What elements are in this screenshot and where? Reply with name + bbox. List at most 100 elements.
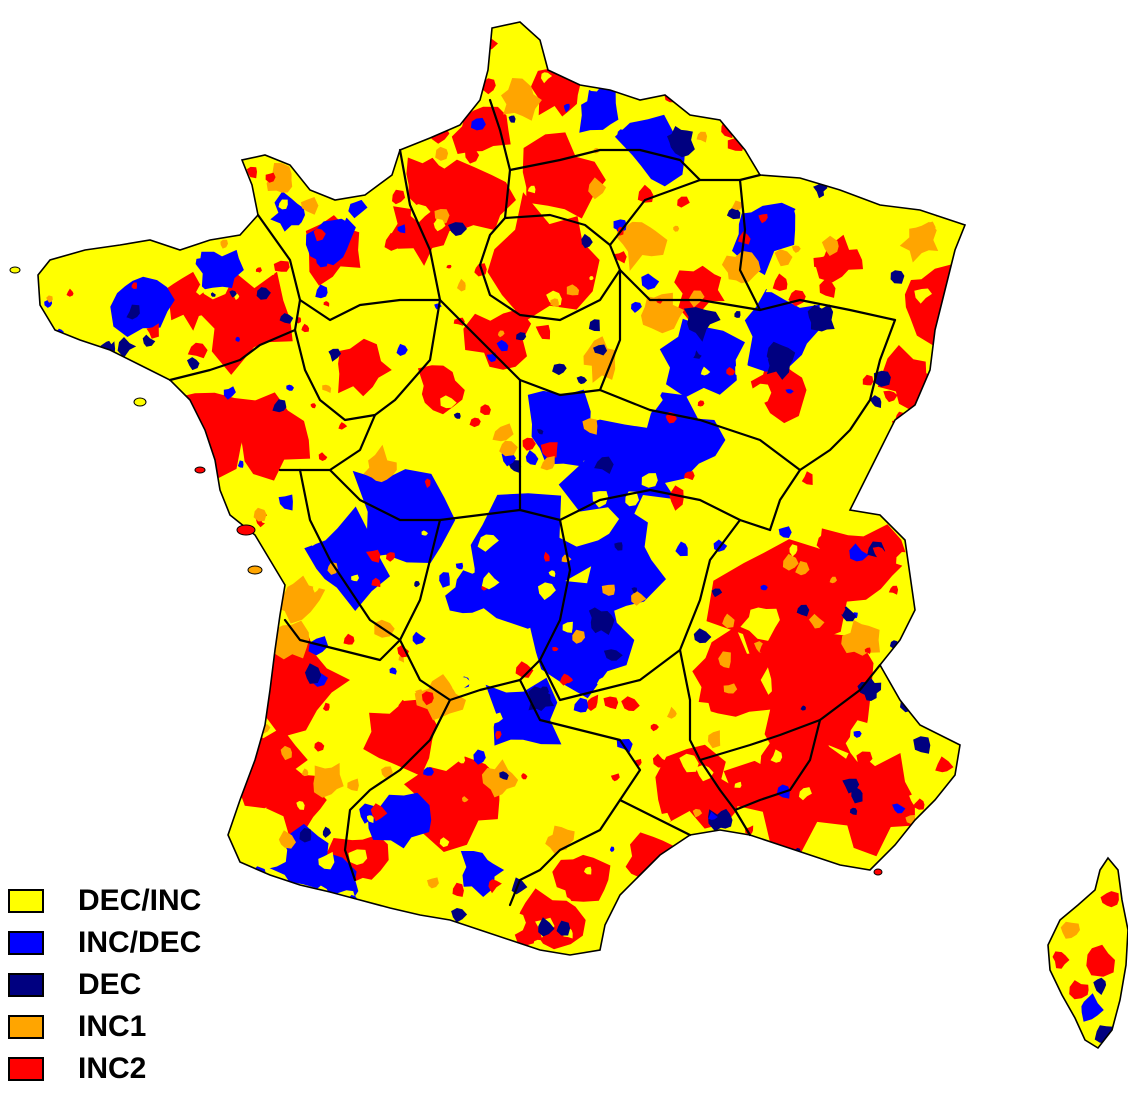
commune-cluster <box>800 705 806 711</box>
commune-cluster <box>272 399 287 413</box>
commune-cluster <box>945 204 962 218</box>
commune-cluster <box>669 485 684 511</box>
commune-cluster <box>182 524 203 538</box>
commune-cluster <box>864 647 871 654</box>
commune-cluster <box>759 641 771 655</box>
commune-cluster <box>552 647 559 652</box>
commune-cluster <box>927 34 945 49</box>
commune-cluster <box>833 784 845 798</box>
commune-cluster <box>566 284 580 296</box>
commune-cluster <box>52 403 69 421</box>
commune-cluster <box>772 273 788 291</box>
commune-cluster <box>607 27 623 44</box>
commune-cluster <box>671 915 679 925</box>
commune-cluster <box>308 537 318 546</box>
commune-cluster <box>263 221 276 236</box>
commune-cluster <box>431 47 445 61</box>
commune-cluster <box>61 219 68 225</box>
commune-cluster <box>348 849 368 865</box>
commune-cluster <box>38 482 52 496</box>
commune-cluster <box>278 830 296 849</box>
commune-cluster <box>386 552 396 562</box>
commune-cluster <box>888 585 899 595</box>
commune-cluster <box>417 917 436 939</box>
commune-cluster <box>565 884 583 900</box>
commune-cluster <box>741 72 755 85</box>
commune-cluster <box>499 126 506 132</box>
commune-cluster <box>945 829 962 846</box>
commune-cluster <box>477 534 499 552</box>
commune-cluster <box>1081 993 1104 1022</box>
commune-cluster <box>935 384 948 400</box>
commune-cluster <box>84 855 96 874</box>
commune-cluster <box>684 837 699 855</box>
commune-cluster <box>695 847 712 862</box>
commune-cluster <box>803 674 810 684</box>
commune-cluster <box>427 72 436 80</box>
commune-cluster <box>252 680 271 698</box>
commune-cluster <box>631 587 637 594</box>
commune-cluster <box>747 692 764 709</box>
commune-cluster <box>550 298 559 307</box>
commune-cluster <box>345 566 354 574</box>
commune-cluster <box>508 115 516 123</box>
commune-cluster <box>131 282 137 289</box>
commune-cluster <box>286 562 301 578</box>
commune-cluster <box>601 584 615 596</box>
commune-cluster <box>351 574 359 582</box>
commune-cluster <box>849 543 869 562</box>
commune-cluster <box>489 712 503 724</box>
commune-cluster <box>301 323 310 333</box>
commune-cluster <box>633 758 642 767</box>
commune-cluster <box>43 492 51 504</box>
commune-cluster <box>693 35 701 41</box>
commune-cluster <box>789 544 798 557</box>
commune-cluster <box>178 201 192 214</box>
commune-cluster <box>652 753 668 768</box>
commune-cluster <box>883 404 891 413</box>
commune-cluster <box>885 27 894 35</box>
commune-cluster <box>933 200 948 217</box>
commune-cluster <box>396 735 405 744</box>
commune-cluster <box>650 723 659 732</box>
commune-cluster <box>516 332 527 341</box>
commune-cluster <box>470 117 486 131</box>
commune-cluster <box>659 318 745 398</box>
commune-cluster <box>195 249 244 290</box>
commune-cluster <box>323 301 330 307</box>
commune-cluster <box>909 792 920 805</box>
commune-cluster <box>667 706 677 719</box>
commune-cluster <box>588 319 600 332</box>
commune-cluster <box>930 170 944 184</box>
commune-cluster <box>511 632 532 649</box>
commune-cluster <box>496 339 509 352</box>
commune-cluster <box>152 73 169 91</box>
commune-cluster <box>706 539 851 663</box>
commune-cluster <box>815 234 863 283</box>
commune-cluster <box>257 22 271 37</box>
commune-cluster <box>573 612 583 622</box>
legend-label: DEC/INC <box>78 884 202 917</box>
commune-cluster <box>323 163 338 177</box>
commune-cluster <box>630 392 726 484</box>
commune-cluster <box>417 926 431 939</box>
commune-cluster <box>451 908 468 923</box>
commune-cluster <box>338 422 348 430</box>
commune-cluster <box>540 247 557 266</box>
commune-cluster <box>312 112 326 126</box>
commune-cluster <box>308 636 329 656</box>
commune-cluster <box>439 572 450 588</box>
commune-cluster <box>292 48 310 65</box>
commune-cluster <box>74 462 88 476</box>
commune-cluster <box>75 862 91 880</box>
commune-cluster <box>352 611 361 621</box>
commune-cluster <box>308 44 320 59</box>
commune-cluster <box>117 650 132 664</box>
commune-cluster <box>95 144 105 155</box>
commune-cluster <box>474 637 492 651</box>
commune-cluster <box>750 358 807 424</box>
commune-cluster <box>480 404 491 415</box>
commune-cluster <box>617 129 626 140</box>
commune-cluster <box>305 663 322 684</box>
commune-cluster <box>336 211 348 221</box>
